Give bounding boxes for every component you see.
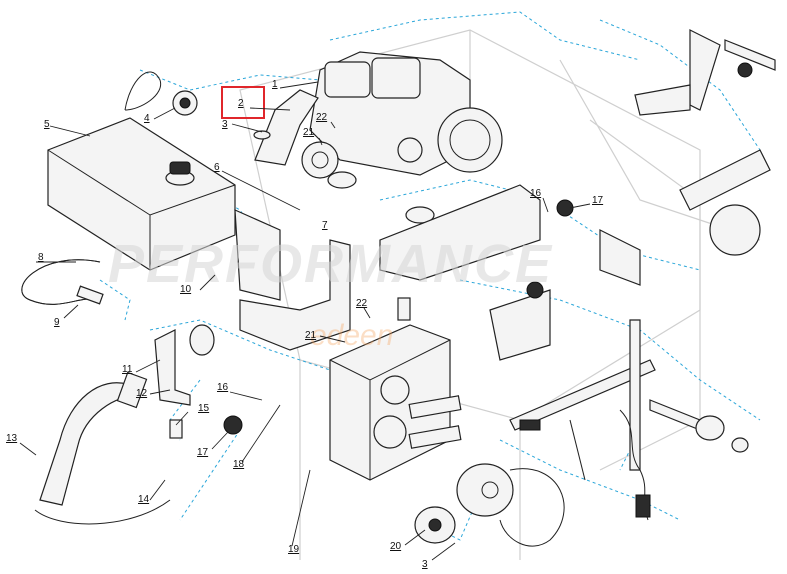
callout-8: 8 bbox=[38, 252, 44, 263]
callout-22-lower: 22 bbox=[356, 298, 368, 309]
adjust-knobs bbox=[223, 199, 574, 435]
callout-11: 11 bbox=[122, 364, 133, 375]
callout-20: 20 bbox=[390, 541, 402, 552]
frame-plates bbox=[234, 184, 641, 361]
callout-3-lower: 3 bbox=[422, 559, 428, 570]
engine bbox=[309, 51, 503, 176]
callout-1: 1 bbox=[272, 79, 278, 90]
fuel-tank bbox=[47, 117, 236, 271]
callout-10: 10 bbox=[180, 284, 192, 295]
watermark-subtext: edeen bbox=[310, 319, 393, 352]
callout-labels: 1 2 3 3 4 5 6 7 8 9 10 11 12 13 14 15 16… bbox=[6, 79, 604, 570]
callout-2-highlight bbox=[221, 86, 265, 119]
drive-belt bbox=[124, 71, 198, 116]
callout-5: 5 bbox=[44, 119, 50, 130]
bracket-clamp bbox=[154, 324, 215, 439]
callout-7: 7 bbox=[322, 220, 328, 231]
exhaust-pipe bbox=[34, 371, 171, 525]
callout-4: 4 bbox=[144, 113, 150, 124]
callout-16-lower: 16 bbox=[217, 382, 229, 393]
watermark-text: PERFORMANCE bbox=[108, 234, 553, 294]
callout-18: 18 bbox=[233, 459, 245, 470]
callout-12: 12 bbox=[136, 388, 148, 399]
clutch-assembly bbox=[414, 463, 565, 547]
callout-3-upper: 3 bbox=[222, 119, 228, 130]
callout-14: 14 bbox=[138, 494, 150, 505]
callout-6: 6 bbox=[214, 162, 220, 173]
gearbox bbox=[329, 297, 462, 481]
callout-15: 15 bbox=[198, 403, 210, 414]
callout-13: 13 bbox=[6, 433, 18, 444]
callout-17-lower: 17 bbox=[197, 447, 209, 458]
callout-17-upper: 17 bbox=[592, 195, 604, 206]
callout-2: 2 bbox=[238, 98, 244, 109]
intake-hose bbox=[253, 89, 319, 166]
callout-21-upper: 21 bbox=[303, 127, 315, 138]
right-shaft bbox=[649, 149, 771, 453]
callout-19: 19 bbox=[288, 544, 300, 555]
control-lever bbox=[509, 319, 656, 521]
pulleys-upper bbox=[301, 141, 435, 224]
callout-21-lower: 21 bbox=[305, 330, 317, 341]
fuel-line bbox=[21, 259, 104, 305]
callout-16-upper: 16 bbox=[530, 188, 542, 199]
callout-9: 9 bbox=[54, 317, 60, 328]
pedal-linkage bbox=[634, 29, 776, 116]
callout-22-upper: 22 bbox=[316, 112, 328, 123]
leader-lines bbox=[19, 81, 591, 561]
